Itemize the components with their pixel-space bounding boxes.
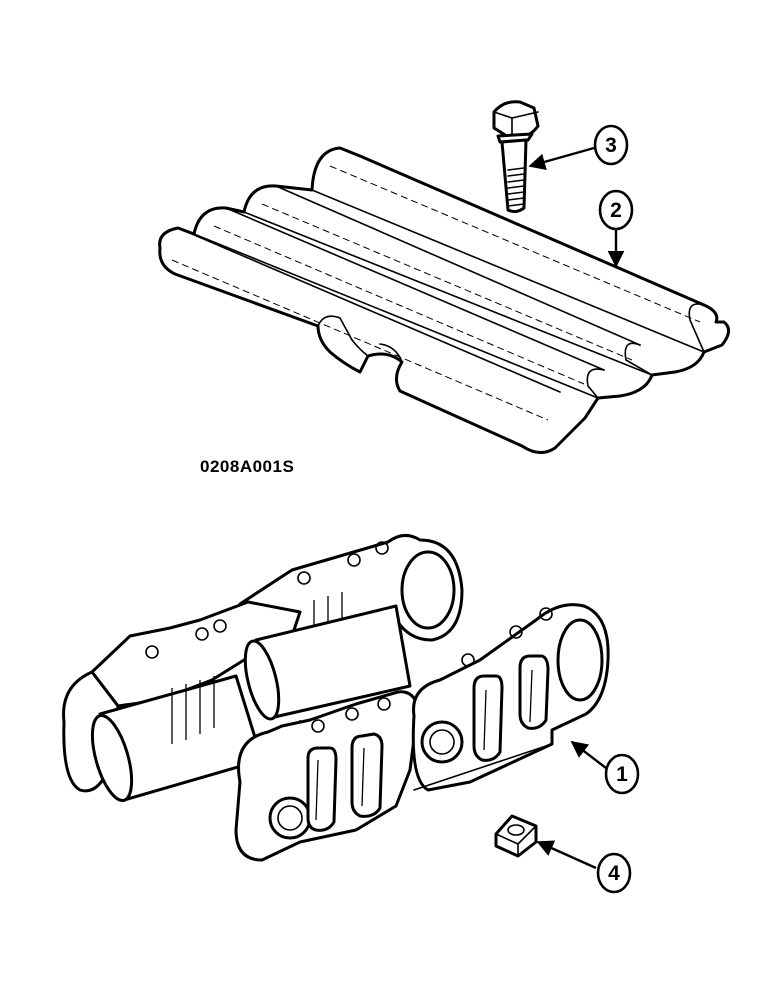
callout-1: 1 [604,753,640,795]
callout-4-circle [596,852,632,894]
callout-2-circle [598,189,634,231]
figure-code-label: 0208A001S [200,457,294,476]
callout-4: 4 [596,852,632,894]
leader-lines [528,146,625,870]
leader-1 [570,740,607,769]
callout-1-circle [604,753,640,795]
shoe-nut-drawing [494,814,538,858]
shoe-bolt-drawing [492,100,540,214]
callout-4-number: 4 [608,862,620,885]
leader-4 [536,840,597,870]
track-link-drawing [62,534,610,862]
callout-3: 3 [593,124,629,166]
callout-1-number: 1 [616,763,628,786]
leader-3 [528,146,595,170]
track-shoe-drawing [158,146,730,454]
callout-3-number: 3 [605,134,617,157]
callout-2: 2 [598,189,634,231]
callout-2-number: 2 [610,199,622,222]
callout-3-circle [593,124,629,166]
